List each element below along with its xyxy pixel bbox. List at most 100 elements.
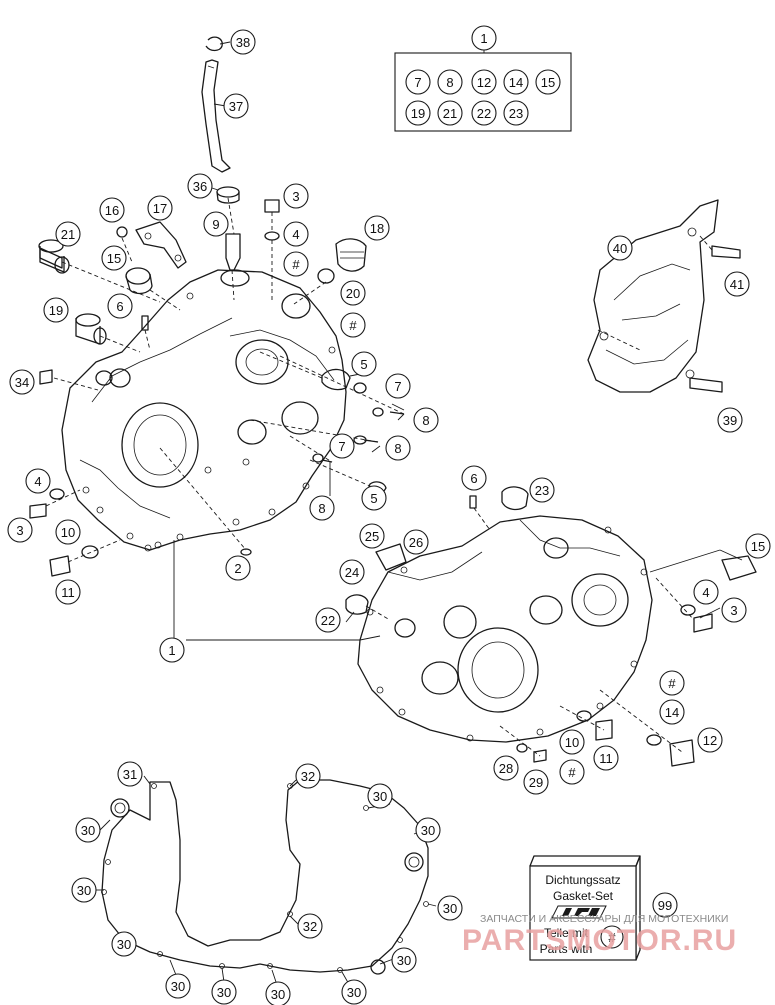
callout-c30-e: 30	[437, 895, 463, 921]
callout-circle	[75, 817, 101, 843]
callout-circle	[159, 637, 185, 663]
callout-c4-c: 4	[693, 579, 719, 605]
callout-number: 15	[107, 251, 121, 266]
callout-c4-b: 4	[25, 468, 51, 494]
callout-c2: 2	[225, 555, 251, 581]
callout-number: 23	[535, 483, 549, 498]
callout-c19-kit: 19	[405, 100, 431, 126]
callout-circle	[351, 351, 377, 377]
callout-c6-a: 6	[107, 293, 133, 319]
callout-number: 32	[303, 919, 317, 934]
callout-c7-b: 7	[329, 433, 355, 459]
callout-c-hash-kit: #	[600, 925, 624, 949]
callout-circle	[309, 495, 335, 521]
callout-c30-c: 30	[415, 817, 441, 843]
callout-number: 22	[477, 106, 491, 121]
callout-c6-b: 6	[461, 465, 487, 491]
callout-circle	[329, 433, 355, 459]
callout-circle	[230, 29, 256, 55]
callout-number: 30	[373, 789, 387, 804]
callout-number: 3	[292, 189, 299, 204]
callout-number: 30	[397, 953, 411, 968]
callout-circle	[165, 973, 191, 999]
callout-circle	[361, 485, 387, 511]
leader-lines	[45, 41, 743, 989]
callout-circle	[283, 221, 309, 247]
callout-number: 39	[723, 413, 737, 428]
callout-c32-b: 32	[297, 913, 323, 939]
callout-circle	[211, 979, 237, 1005]
callout-c28: 28	[493, 755, 519, 781]
callout-number: 34	[15, 375, 29, 390]
callout-number: 15	[751, 539, 765, 554]
callout-c10-b: 10	[559, 729, 585, 755]
callout-number: 21	[443, 106, 457, 121]
callout-c15-a: 15	[101, 245, 127, 271]
callout-circle	[659, 699, 685, 725]
callout-c30-b: 30	[75, 817, 101, 843]
gasket-box-line3: Teile mit	[544, 926, 589, 940]
callout-circle	[391, 947, 417, 973]
callout-circle	[55, 579, 81, 605]
callout-circle	[315, 607, 341, 633]
callout-c8-c: 8	[309, 495, 335, 521]
callout-c12-kit: 12	[471, 69, 497, 95]
callout-c30-a: 30	[367, 783, 393, 809]
callout-c12: 12	[697, 727, 723, 753]
callout-number: 36	[193, 179, 207, 194]
callout-c20: 20	[340, 280, 366, 306]
callout-number: 29	[529, 775, 543, 790]
callout-c26: 26	[403, 529, 429, 555]
callout-number: 1	[168, 643, 175, 658]
callout-c23-kit: 23	[503, 100, 529, 126]
callout-number: 8	[422, 413, 429, 428]
callout-number: 26	[409, 535, 423, 550]
callout-c14: 14	[659, 699, 685, 725]
callout-circle	[413, 407, 439, 433]
callout-c5-b: 5	[361, 485, 387, 511]
callout-c99: 99	[652, 892, 678, 918]
callout-c7-kit: 7	[405, 69, 431, 95]
gasket-box-line1: Dichtungssatz	[545, 873, 620, 887]
sprocket-cover	[587, 199, 719, 393]
callout-circle	[364, 215, 390, 241]
callout-circle	[593, 745, 619, 771]
callout-c21: 21	[55, 221, 81, 247]
callout-number: 14	[509, 75, 523, 90]
callout-circle	[359, 523, 385, 549]
callout-c15-b: 15	[745, 533, 771, 559]
callout-circle	[437, 895, 463, 921]
callout-c3-c: 3	[721, 597, 747, 623]
callout-c9: 9	[203, 211, 229, 237]
callout-c30-k: 30	[341, 979, 367, 1005]
callout-c40: 40	[607, 235, 633, 261]
callout-c22-kit: 22	[471, 100, 497, 126]
gasket-box-line4: Parts with	[540, 942, 593, 956]
callout-circle	[225, 555, 251, 581]
callout-c1-main: 1	[159, 637, 185, 663]
callout-c-hash-d: #	[559, 759, 585, 785]
callout-number: 30	[171, 979, 185, 994]
right-crankcase-half	[357, 515, 653, 743]
callout-c37: 37	[223, 93, 249, 119]
callout-c34: 34	[9, 369, 35, 395]
callout-circle	[99, 197, 125, 223]
callout-number: 31	[123, 767, 137, 782]
callout-circle	[717, 407, 743, 433]
callout-number: 30	[421, 823, 435, 838]
callout-number: 14	[665, 705, 679, 720]
callout-c31: 31	[117, 761, 143, 787]
callout-circle	[493, 755, 519, 781]
callout-circle	[471, 100, 497, 126]
callout-number: 41	[730, 277, 744, 292]
callout-c16: 16	[99, 197, 125, 223]
callout-circle	[25, 468, 51, 494]
callout-circle	[607, 235, 633, 261]
callout-number: 6	[116, 299, 123, 314]
callout-number: 30	[271, 987, 285, 1002]
callout-number: 2	[234, 561, 241, 576]
callout-circle	[529, 477, 555, 503]
callout-circle	[693, 579, 719, 605]
callout-circle	[283, 251, 309, 277]
callout-circle	[341, 979, 367, 1005]
